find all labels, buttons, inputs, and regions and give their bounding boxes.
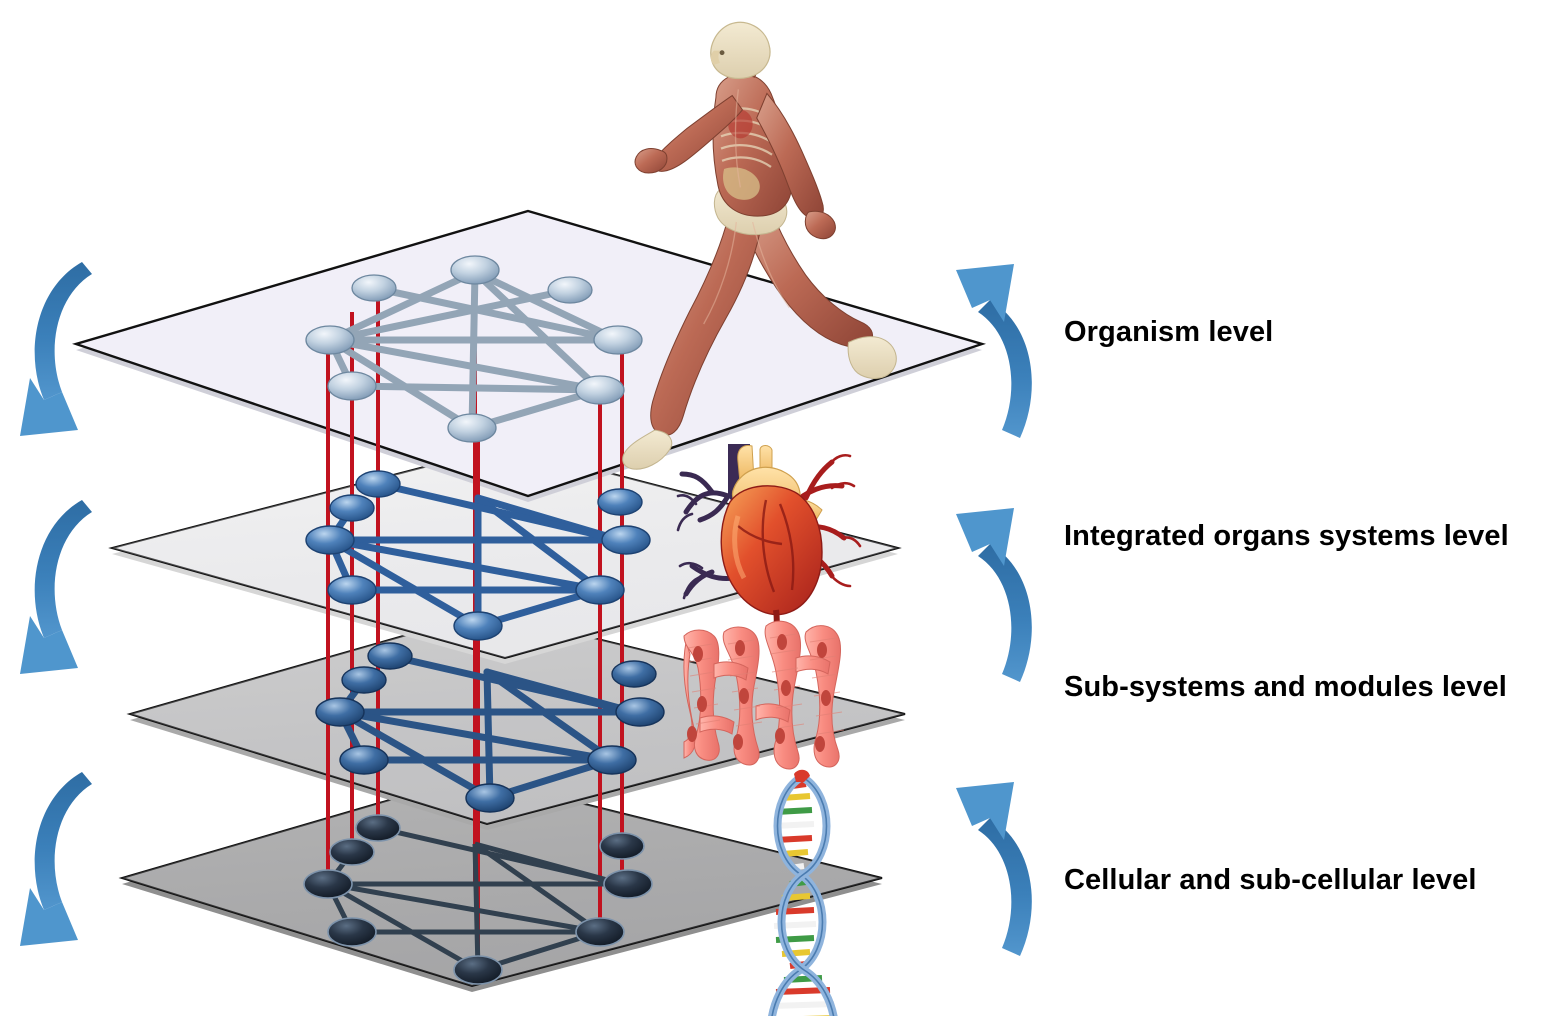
network-edges bbox=[336, 652, 638, 802]
level-label-organism: Organism level bbox=[1064, 316, 1274, 348]
dna-backbone bbox=[768, 774, 838, 1016]
network-node bbox=[447, 413, 497, 443]
right-arrow-organs bbox=[956, 508, 1032, 682]
network-organism bbox=[305, 255, 643, 443]
network-node bbox=[351, 274, 397, 302]
network-node bbox=[303, 869, 353, 899]
network-node bbox=[615, 697, 665, 727]
plane-organs bbox=[108, 444, 902, 664]
running-human-figure-illustration bbox=[622, 21, 897, 470]
network-node bbox=[305, 325, 355, 355]
network-organs bbox=[305, 470, 651, 641]
network-node bbox=[547, 276, 593, 304]
network-node bbox=[603, 869, 653, 899]
network-edges bbox=[326, 268, 622, 432]
network-node bbox=[599, 832, 645, 860]
layer-cellular bbox=[118, 774, 883, 992]
plane-cellular bbox=[118, 774, 883, 992]
network-nodes bbox=[315, 642, 665, 813]
network-node bbox=[450, 255, 500, 285]
layer-organism bbox=[72, 209, 987, 502]
network-node bbox=[575, 917, 625, 947]
network-node bbox=[341, 666, 387, 694]
level-label-cellular: Cellular and sub-cellular level bbox=[1064, 864, 1477, 896]
plane-subsystems bbox=[126, 610, 906, 830]
network-node bbox=[597, 488, 643, 516]
left-arrow-organism bbox=[20, 262, 92, 436]
network-nodes bbox=[305, 255, 643, 443]
network-node bbox=[611, 660, 657, 688]
network-nodes bbox=[303, 814, 653, 985]
network-node bbox=[329, 494, 375, 522]
network-node bbox=[327, 371, 377, 401]
network-node bbox=[575, 375, 625, 405]
fiber-group bbox=[683, 620, 845, 770]
layer-organs bbox=[108, 444, 902, 664]
network-node bbox=[593, 325, 643, 355]
network-node bbox=[329, 838, 375, 866]
level-label-organs: Integrated organs systems level bbox=[1064, 520, 1509, 552]
layer-subsystems bbox=[126, 610, 906, 830]
left-arrow-cellular bbox=[20, 772, 92, 946]
network-node bbox=[367, 642, 413, 670]
network-node bbox=[305, 525, 355, 555]
network-nodes bbox=[305, 470, 651, 641]
network-node bbox=[453, 955, 503, 985]
network-node bbox=[315, 697, 365, 727]
network-node bbox=[355, 814, 401, 842]
network-node bbox=[339, 745, 389, 775]
plane-organism bbox=[72, 209, 987, 502]
cardiac-muscle-fibers-illustration bbox=[683, 620, 845, 770]
cycle-arrows-group bbox=[20, 262, 1032, 956]
right-arrow-organism bbox=[956, 264, 1032, 438]
network-node bbox=[575, 575, 625, 605]
right-arrow-cellular bbox=[956, 782, 1032, 956]
anatomical-heart-illustration bbox=[676, 444, 862, 648]
network-node bbox=[601, 525, 651, 555]
network-node bbox=[453, 611, 503, 641]
network-node bbox=[587, 745, 637, 775]
left-arrow-organs bbox=[20, 500, 92, 674]
level-label-subsystems: Sub-systems and modules level bbox=[1064, 671, 1507, 703]
network-node bbox=[327, 917, 377, 947]
network-node bbox=[327, 575, 377, 605]
network-edges bbox=[326, 480, 624, 630]
network-node bbox=[465, 783, 515, 813]
network-cellular bbox=[303, 814, 653, 985]
network-subsystems bbox=[315, 642, 665, 813]
dna-double-helix-illustration bbox=[768, 769, 838, 1016]
network-node bbox=[355, 470, 401, 498]
cell-nuclei bbox=[687, 634, 831, 752]
